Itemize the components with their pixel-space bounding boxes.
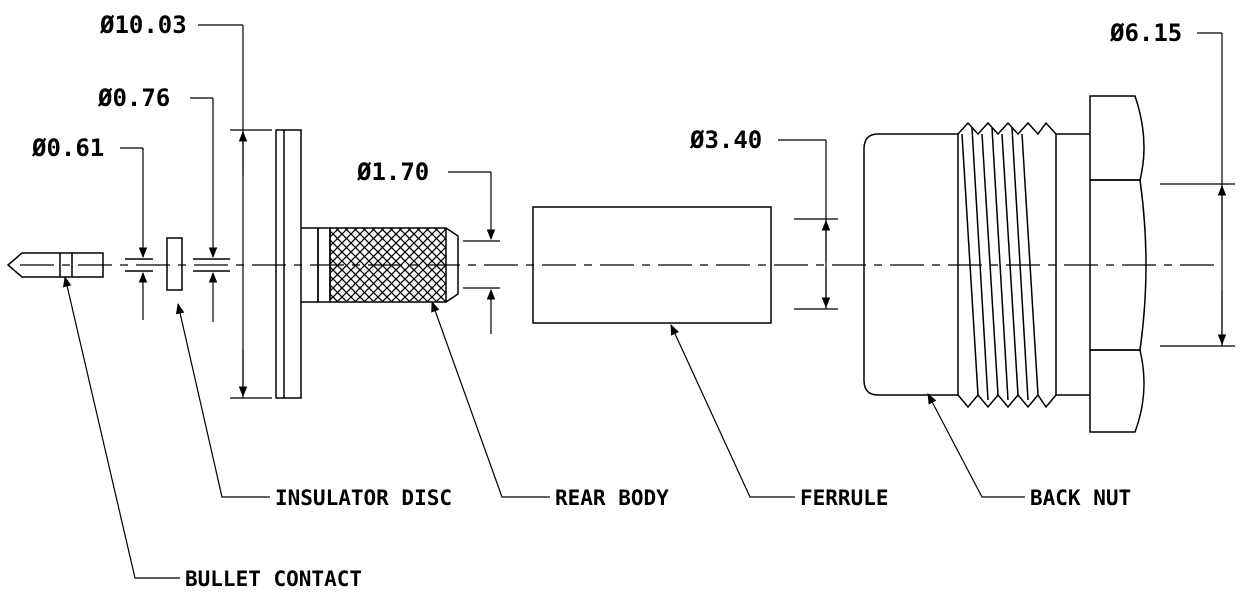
ferrule-part (532, 206, 772, 324)
insulator-disc-part (166, 237, 183, 291)
back-nut-part (863, 95, 1147, 433)
leader-rear-body: REAR BODY (431, 300, 669, 510)
label-insulator-disc: INSULATOR DISC (275, 486, 452, 510)
dim-d170-label: Ø1.70 (356, 158, 429, 186)
dim-d076-label: Ø0.76 (97, 84, 170, 112)
leader-ferrule: FERRULE (670, 324, 889, 510)
leader-bullet-contact: BULLET CONTACT (62, 275, 362, 591)
dim-d340: Ø3.40 (689, 126, 838, 310)
leader-insulator-disc: INSULATOR DISC (175, 302, 452, 510)
label-back-nut: BACK NUT (1030, 486, 1131, 510)
bullet-contact-part (6, 252, 104, 278)
disc-bore-lines (193, 258, 230, 272)
dim-d340-label: Ø3.40 (689, 126, 762, 154)
leader-back-nut: BACK NUT (927, 393, 1131, 510)
dim-d1003-label: Ø10.03 (99, 11, 187, 39)
contact-spacer-part (125, 258, 153, 272)
dim-d061-label: Ø0.61 (31, 134, 104, 162)
dim-d1003: Ø10.03 (99, 11, 272, 399)
label-ferrule: FERRULE (800, 486, 889, 510)
dim-d615-label: Ø6.15 (1109, 19, 1182, 47)
label-rear-body: REAR BODY (555, 486, 669, 510)
dim-d170: Ø1.70 (356, 158, 500, 334)
dim-d076: Ø0.76 (97, 84, 218, 322)
dim-d615: Ø6.15 (1109, 19, 1235, 347)
label-bullet-contact: BULLET CONTACT (185, 567, 362, 591)
rear-body-part (275, 129, 459, 399)
dim-d061: Ø0.61 (31, 134, 148, 320)
